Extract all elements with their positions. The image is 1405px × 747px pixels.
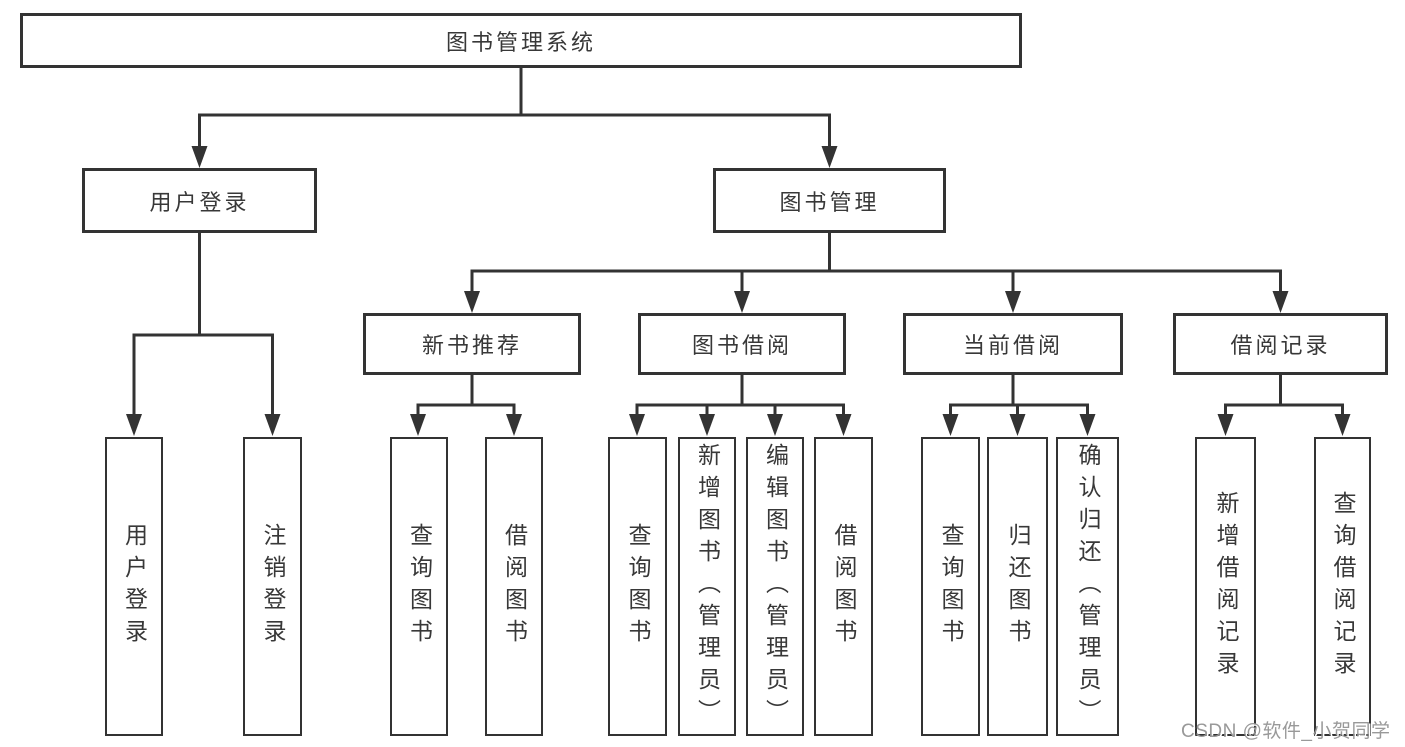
- node-new-book-recommend: 新书推荐: [363, 313, 581, 375]
- leaf-query-book-recommend: 查询图书: [390, 437, 448, 736]
- leaf-edit-book-admin: 编辑图书（管理员）: [746, 437, 804, 736]
- node-label: 借阅图书: [831, 522, 857, 651]
- node-label: 借阅记录: [1230, 333, 1331, 358]
- leaf-add-borrow-record: 新增借阅记录: [1195, 437, 1256, 736]
- leaf-query-borrow-record: 查询借阅记录: [1314, 437, 1371, 736]
- csdn-watermark: CSDN @软件_小贺同学: [1181, 721, 1391, 742]
- node-label: 查询借阅记录: [1330, 490, 1356, 683]
- leaf-borrow-book-recommend: 借阅图书: [485, 437, 543, 736]
- node-label: 编辑图书（管理员）: [762, 442, 789, 731]
- node-label: 查询图书: [938, 522, 964, 651]
- node-label: 图书管理: [779, 189, 880, 215]
- node-label: 新书推荐: [421, 333, 522, 358]
- node-label: 注销登录: [260, 522, 286, 651]
- node-label: 借阅图书: [501, 522, 528, 651]
- node-label: 图书管理系统: [445, 29, 596, 55]
- node-label: 查询图书: [625, 522, 651, 651]
- node-book-borrow: 图书借阅: [638, 313, 846, 375]
- leaf-borrow-book: 借阅图书: [814, 437, 873, 736]
- connector-current-borrow-to-leaves: [942, 374, 1096, 436]
- node-label: 归还图书: [1005, 522, 1031, 651]
- node-label: 新增借阅记录: [1213, 490, 1239, 683]
- connector-book-management-to-modules: [464, 233, 1289, 313]
- connector-user-login-to-leaves: [126, 233, 281, 436]
- node-book-management: 图书管理: [713, 168, 946, 233]
- connector-borrow-record-to-leaves: [1217, 374, 1351, 436]
- node-library-management-system: 图书管理系统: [20, 13, 1022, 68]
- leaf-query-book-current: 查询图书: [921, 437, 980, 736]
- leaf-confirm-return-admin: 确认归还（管理员）: [1056, 437, 1119, 736]
- node-user-login: 用户登录: [82, 168, 317, 233]
- leaf-user-login: 用户登录: [105, 437, 163, 736]
- node-current-borrow: 当前借阅: [903, 313, 1123, 375]
- node-label: 当前借阅: [962, 333, 1063, 358]
- leaf-query-book-borrow: 查询图书: [608, 437, 667, 736]
- node-label: 用户登录: [149, 189, 250, 215]
- connector-book-borrow-to-leaves: [629, 374, 852, 436]
- connector-root-to-branches: [191, 68, 838, 168]
- node-label: 确认归还（管理员）: [1075, 442, 1101, 731]
- node-label: 图书借阅: [691, 333, 792, 358]
- node-label: 查询图书: [406, 522, 433, 651]
- leaf-add-book-admin: 新增图书（管理员）: [678, 437, 736, 736]
- connector-new-book-to-leaves: [410, 374, 522, 436]
- node-label: 新增图书（管理员）: [694, 442, 721, 731]
- node-label: 用户登录: [121, 522, 148, 651]
- leaf-return-book: 归还图书: [987, 437, 1048, 736]
- node-borrow-record: 借阅记录: [1173, 313, 1388, 375]
- leaf-logout: 注销登录: [243, 437, 302, 736]
